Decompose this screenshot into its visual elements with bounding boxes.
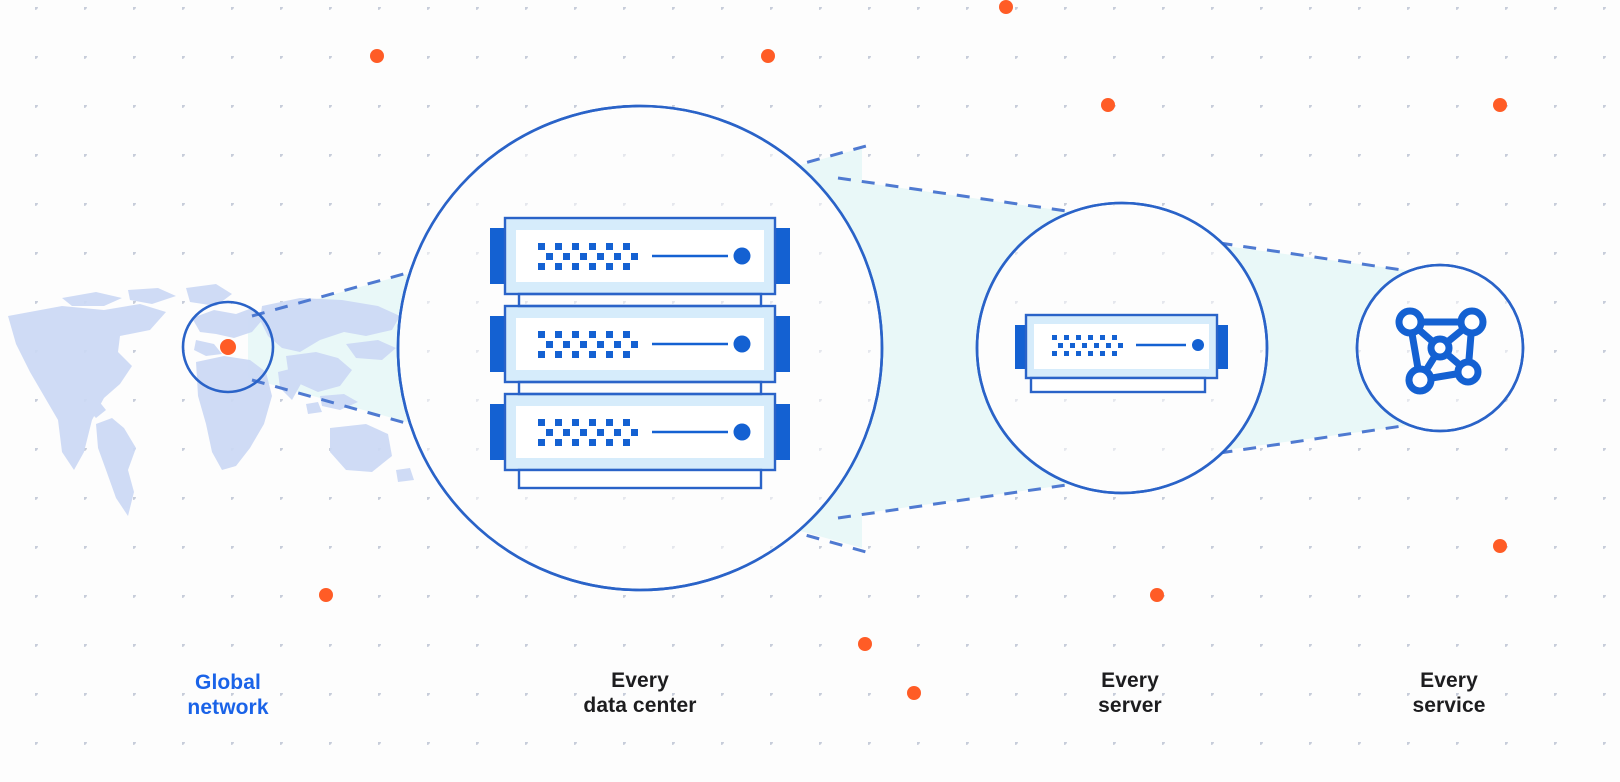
rack-unit-2 — [490, 304, 790, 384]
map-focus-circle — [181, 300, 275, 394]
rack-unit-status-led — [733, 335, 751, 353]
server-port-grid — [1052, 335, 1123, 356]
rack-unit-port-grid — [538, 331, 638, 358]
circle-outlines — [396, 104, 1525, 592]
single-server-icon — [1015, 313, 1228, 394]
server-base-plinth — [1029, 376, 1207, 394]
world-map-icon — [8, 284, 414, 516]
network-graph-icon — [1395, 307, 1487, 395]
rack-unit-port-grid — [538, 419, 638, 446]
rack-unit-1 — [490, 216, 790, 296]
rack-unit-status-led — [733, 247, 751, 265]
map-location-marker — [220, 339, 236, 355]
rack-unit-3 — [490, 392, 790, 472]
rack-unit-status-led — [733, 423, 751, 441]
server-rack-icon — [490, 216, 790, 490]
rack-unit-port-grid — [538, 243, 638, 270]
server-status-led — [1192, 339, 1204, 351]
highlight-dots — [319, 0, 1507, 700]
rack-base-plinth — [517, 468, 763, 490]
network-graph-nodes — [1395, 307, 1487, 395]
rack-rails — [517, 292, 763, 396]
